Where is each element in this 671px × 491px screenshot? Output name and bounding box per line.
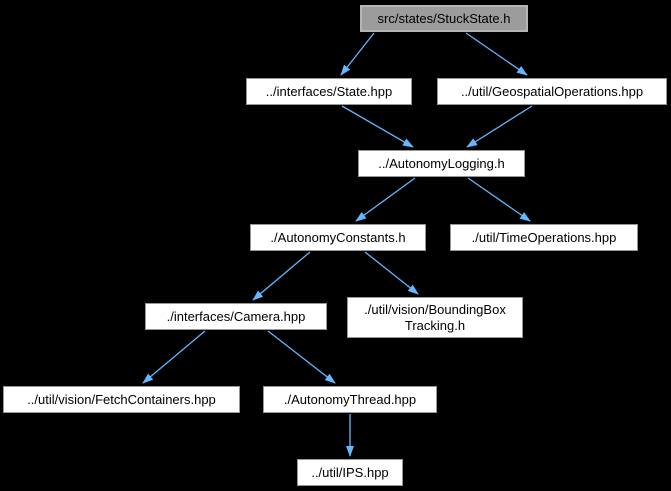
graph-node-label: ./AutonomyConstants.h	[270, 229, 406, 245]
graph-node-label: ./util/vision/BoundingBox	[364, 301, 506, 317]
edge-stuckstate-to-state	[340, 32, 375, 76]
graph-node-label: ./interfaces/Camera.hpp	[166, 308, 306, 324]
graph-node-label: ./AutonomyThread.hpp	[283, 391, 417, 407]
edge-constants-to-boundingbox	[364, 251, 419, 295]
edge-camera-to-fetch	[142, 330, 206, 384]
graph-node-constants[interactable]: ./AutonomyConstants.h	[250, 224, 426, 251]
graph-node-label: ../interfaces/State.hpp	[265, 83, 393, 99]
graph-node-camera[interactable]: ./interfaces/Camera.hpp	[145, 303, 327, 330]
graph-node-state[interactable]: ../interfaces/State.hpp	[246, 78, 412, 105]
graph-node-fetch[interactable]: ../util/vision/FetchContainers.hpp	[3, 386, 240, 413]
graph-node-timeops[interactable]: ./util/TimeOperations.hpp	[450, 224, 638, 251]
edge-constants-to-camera	[252, 251, 311, 301]
graph-node-label: Tracking.h	[404, 317, 466, 333]
edge-stuckstate-to-geospatial	[465, 32, 528, 76]
graph-node-logging[interactable]: ../AutonomyLogging.h	[358, 150, 525, 177]
edge-logging-to-constants	[355, 177, 416, 222]
graph-node-label: ../util/IPS.hpp	[311, 464, 389, 480]
edge-logging-to-timeops	[467, 177, 531, 222]
graph-node-label: ./util/TimeOperations.hpp	[471, 229, 617, 245]
graph-node-label: ../util/vision/FetchContainers.hpp	[27, 391, 216, 407]
edge-geospatial-to-logging	[466, 105, 533, 148]
edge-state-to-logging	[341, 105, 414, 148]
graph-node-thread[interactable]: ./AutonomyThread.hpp	[263, 386, 437, 413]
edge-camera-to-thread	[267, 330, 336, 384]
graph-node-ips[interactable]: ../util/IPS.hpp	[297, 459, 403, 486]
graph-node-label: ../util/GeospatialOperations.hpp	[460, 83, 644, 99]
graph-node-stuckstate: src/states/StuckState.h	[360, 5, 528, 32]
graph-node-label: src/states/StuckState.h	[377, 10, 511, 26]
graph-node-label: ../AutonomyLogging.h	[378, 155, 505, 171]
graph-node-geospatial[interactable]: ../util/GeospatialOperations.hpp	[437, 78, 667, 105]
